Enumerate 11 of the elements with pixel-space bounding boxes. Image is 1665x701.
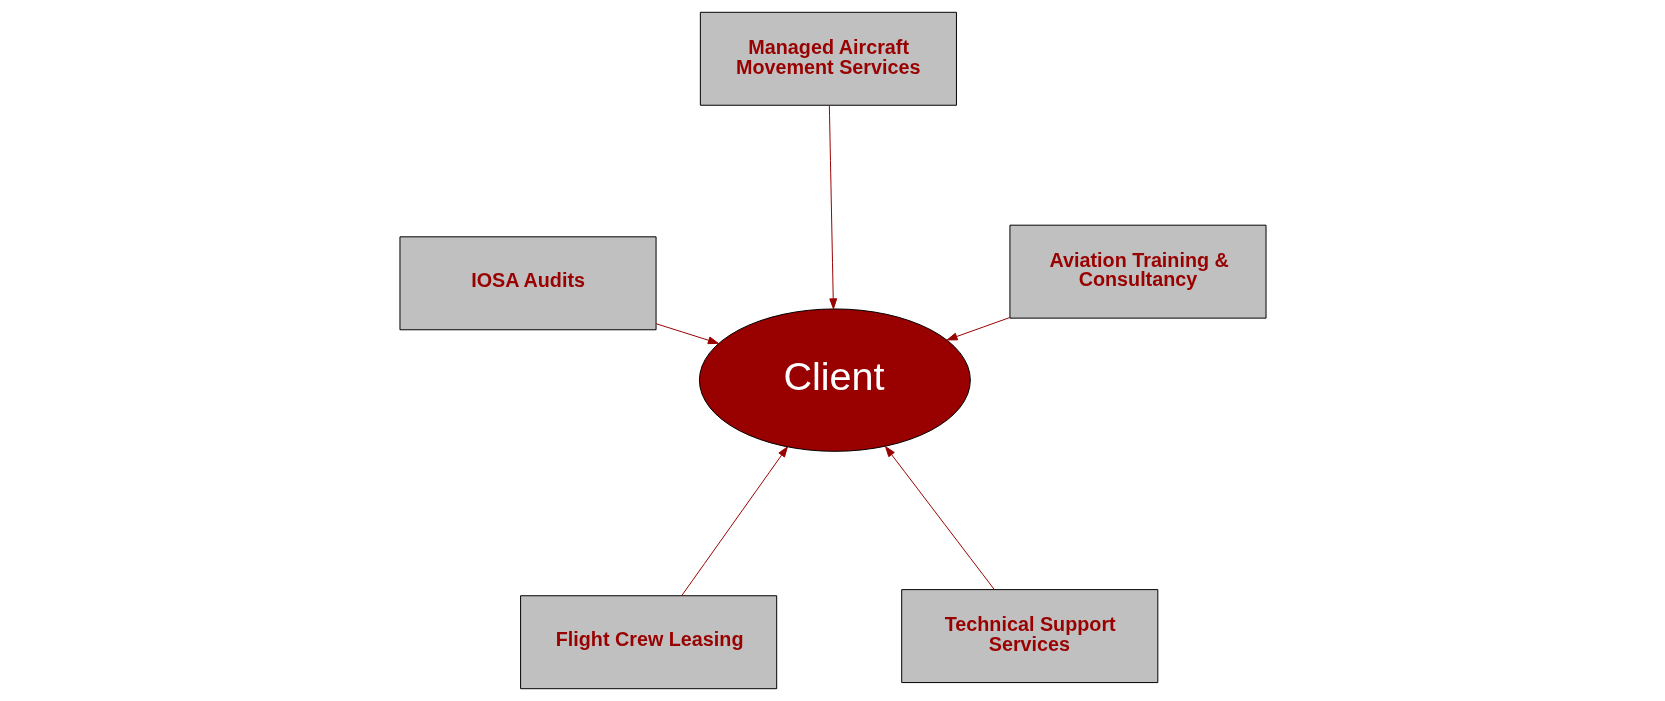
node-box: Managed Aircraft Movement Services (699, 11, 957, 106)
node-box: Aviation Training & Consultancy (1008, 224, 1267, 319)
arrow (884, 446, 995, 590)
node-box: Technical Support Services (900, 589, 1158, 684)
arrow (946, 317, 1010, 341)
node-box: IOSA Audits (398, 236, 657, 331)
arrow (680, 446, 788, 597)
node-ellipse: Client (698, 308, 971, 452)
arrow (655, 323, 719, 345)
arrow (828, 105, 837, 310)
node-box: Flight Crew Leasing (519, 595, 777, 690)
